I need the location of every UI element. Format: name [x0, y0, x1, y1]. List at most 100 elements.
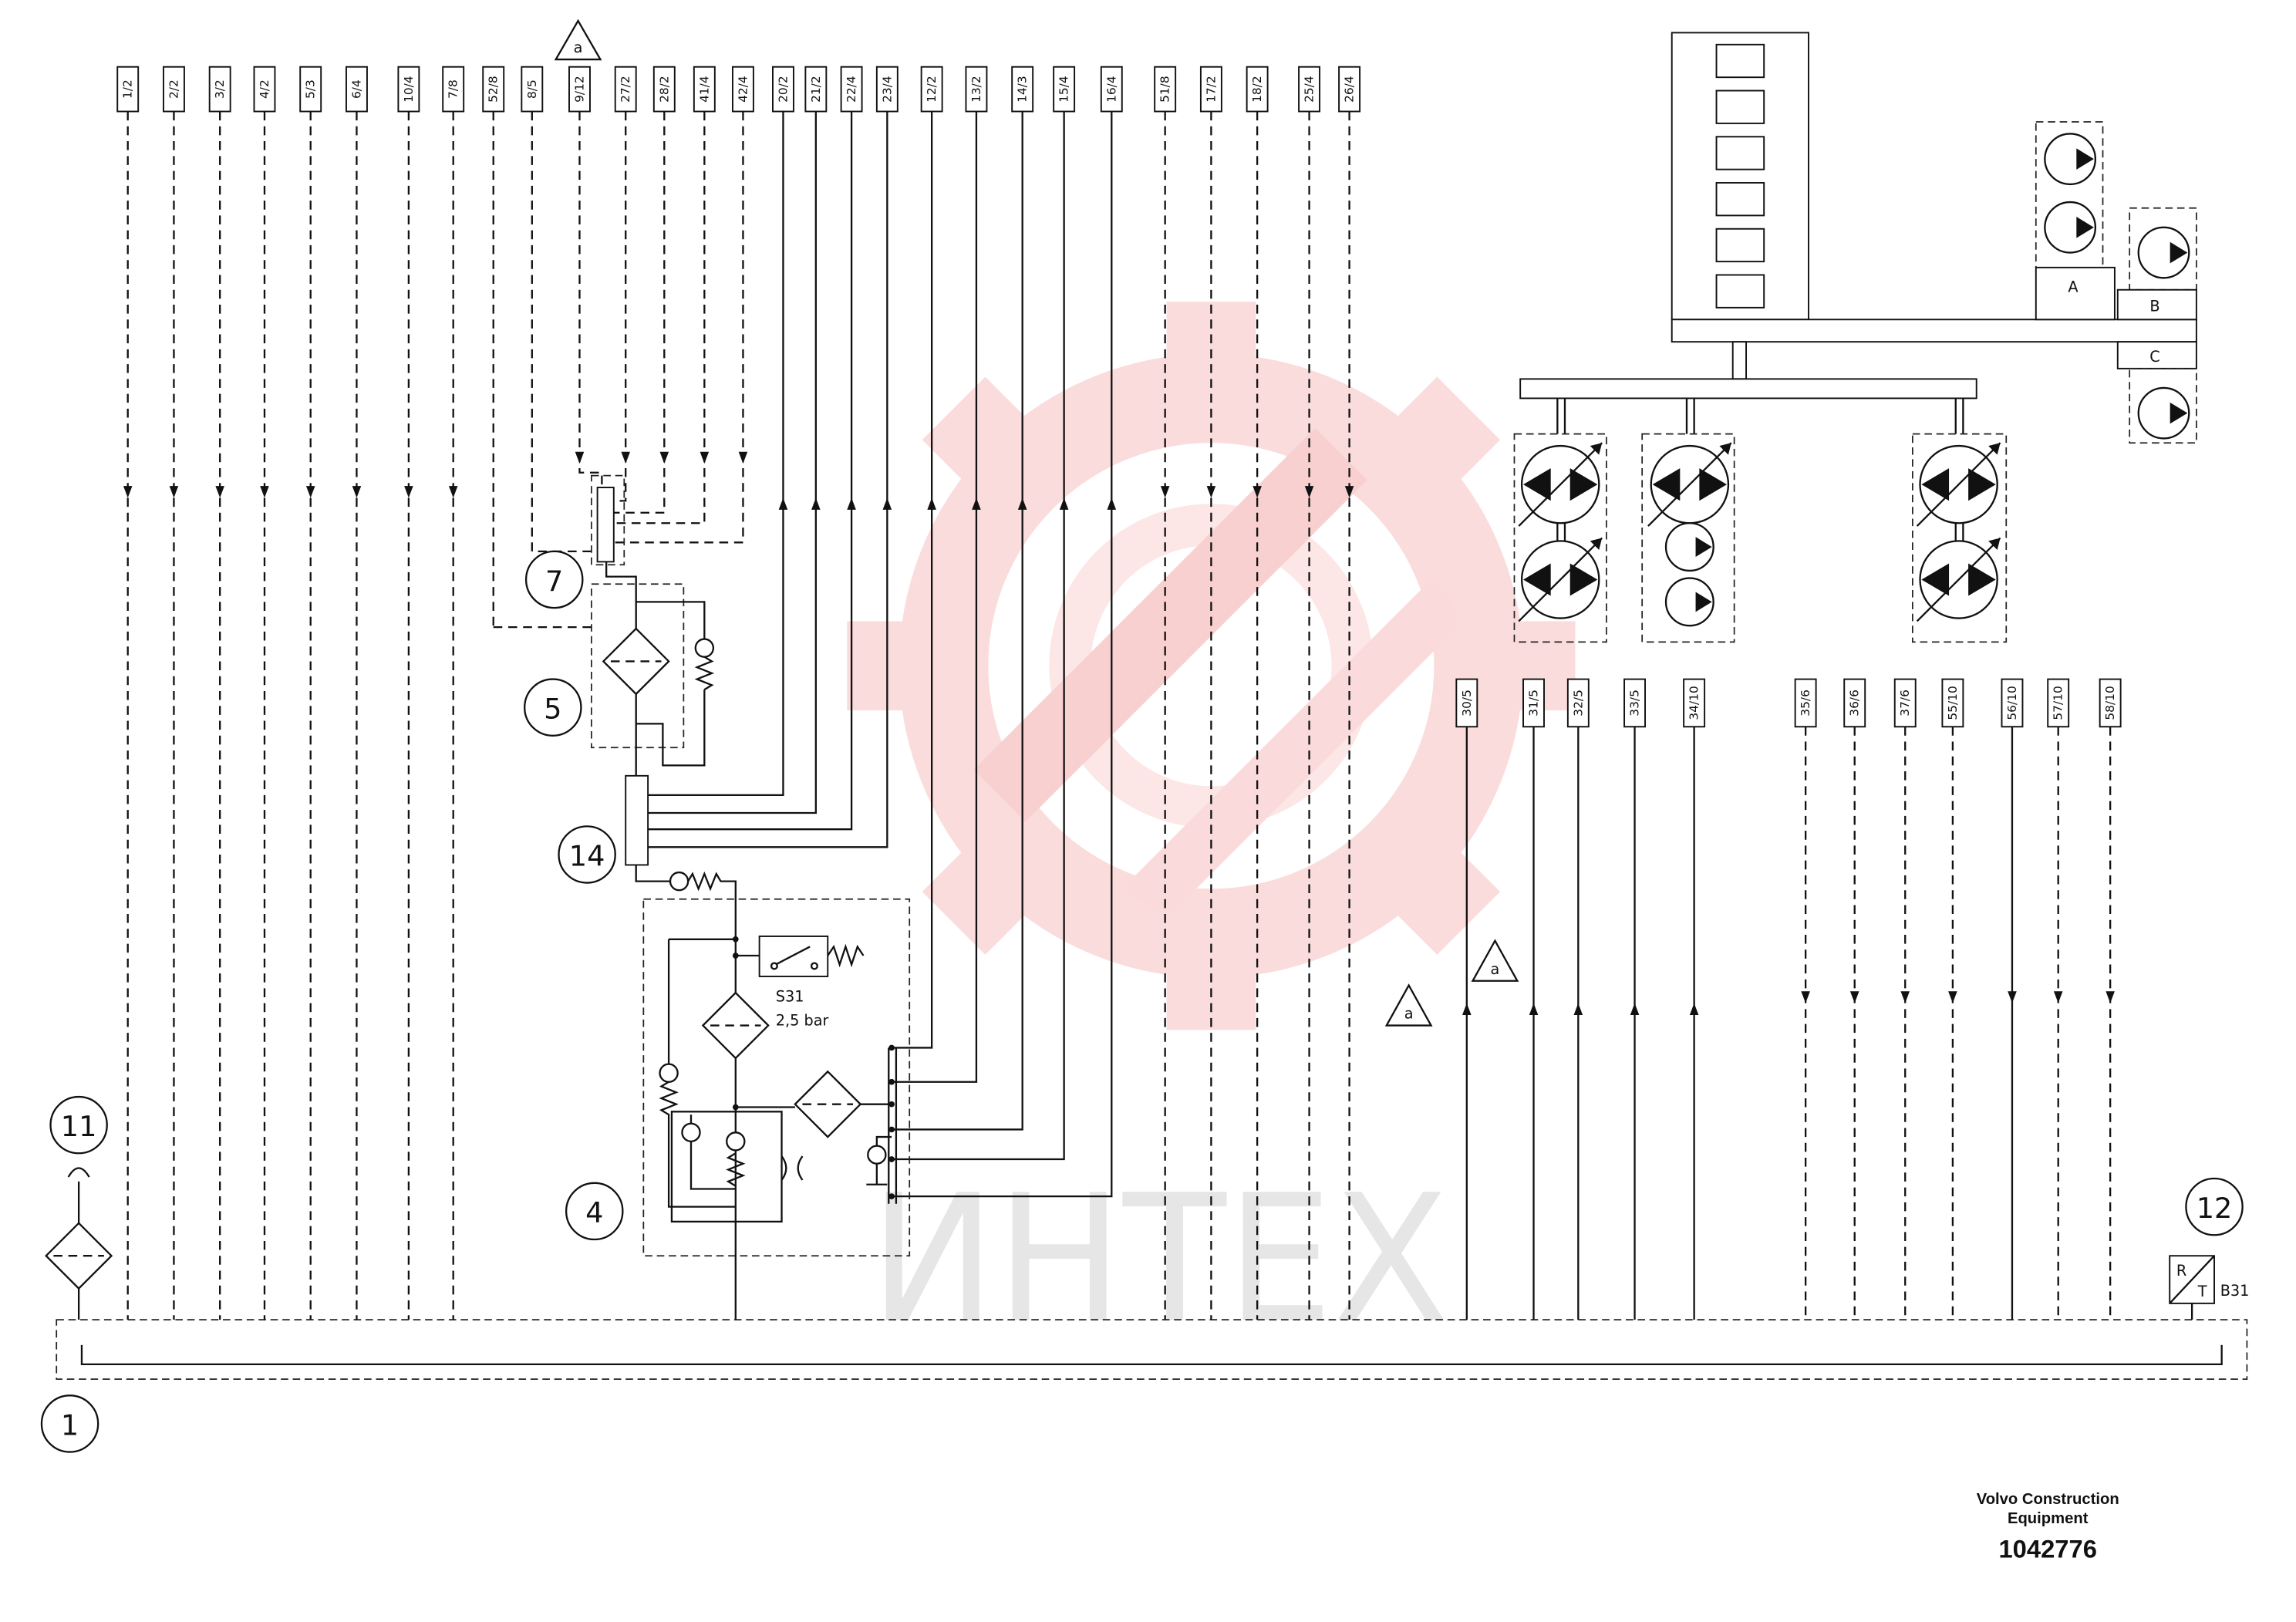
return-manifold	[888, 1047, 898, 1204]
connector-tag	[652, 66, 676, 113]
connector-label: 7/8	[447, 79, 460, 99]
callout-11: 11	[49, 1095, 108, 1155]
connector-3-2: 3/2	[208, 66, 231, 1320]
callout-12: 12	[2185, 1177, 2244, 1236]
flow-arrow-up	[1689, 1003, 1699, 1016]
connector-51-8: 51/8	[1154, 66, 1177, 1320]
connector-57-10: 57/10	[2047, 678, 2070, 1320]
connector-31-5: 31/5	[1522, 678, 1545, 1320]
bypass-spring	[659, 1081, 736, 1208]
breather-cap-icon	[67, 1167, 90, 1178]
flow-arrow-down	[305, 486, 315, 498]
connector-label: 8/5	[525, 79, 539, 99]
connector-1-2: 1/2	[116, 66, 140, 1320]
fixed-pump-icon	[2044, 201, 2097, 254]
connector-label: 12/2	[925, 76, 939, 103]
callout-4: 4	[565, 1182, 624, 1241]
tank-outline	[56, 1319, 2248, 1381]
connector-label: 10/4	[402, 76, 416, 103]
connector-label: 56/10	[2005, 686, 2019, 720]
connector-label: 17/2	[1204, 76, 1218, 103]
flow-arrow-up	[1107, 497, 1117, 510]
connector-tag	[482, 66, 505, 113]
connector-line	[606, 111, 706, 524]
company-line-2: Equipment	[2008, 1510, 2089, 1527]
flow-arrow-down	[404, 486, 413, 498]
variable-pump-icon	[1916, 537, 2001, 622]
flow-arrow-down	[1160, 486, 1170, 498]
connector-21-2: 21/2	[632, 66, 828, 816]
breather-11	[45, 1167, 113, 1320]
flow-arrow-up	[1573, 1003, 1583, 1016]
connector-15-4: 15/4	[888, 66, 1076, 1162]
flow-arrow-down	[123, 486, 133, 498]
connector-tag	[1455, 678, 1478, 728]
orifice-icon	[781, 1155, 804, 1181]
callout-label: 14	[569, 839, 605, 872]
connector-label: 34/10	[1687, 686, 1701, 720]
sensor-12: R T B31	[2169, 1255, 2250, 1320]
connector-tag	[1100, 66, 1123, 113]
connector-line	[892, 111, 933, 1049]
flow-arrow-down	[352, 486, 362, 498]
connector-label: 52/8	[487, 76, 501, 103]
connector-52-8: 52/8	[482, 66, 505, 628]
flow-arrow-up	[1017, 497, 1027, 510]
valve-block-outlet	[605, 561, 637, 629]
sensor-id: B31	[2220, 1282, 2250, 1300]
fixed-pump-icon	[1664, 577, 1714, 627]
footer: Volvo Construction Equipment 1042776	[1977, 1491, 2119, 1563]
connector-label: 5/3	[304, 79, 318, 99]
drive-shaft	[1671, 319, 2197, 343]
connector-7-8: 7/8	[442, 66, 465, 1320]
connector-tag	[731, 66, 754, 113]
fixed-pump-icon	[1664, 522, 1714, 572]
connector-label: 13/2	[969, 76, 983, 103]
callout-label: 1	[61, 1408, 79, 1442]
connector-8-5: 8/5	[521, 66, 598, 553]
connector-label: 31/5	[1527, 690, 1541, 717]
connector-label: 25/4	[1303, 76, 1317, 103]
connector-17-2: 17/2	[1199, 66, 1222, 1320]
flow-arrow-down	[2106, 991, 2115, 1003]
connector-32-5: 32/5	[1566, 678, 1590, 1320]
pumps	[1518, 133, 2190, 627]
sensor-top-label: R	[2176, 1262, 2186, 1280]
callout-label: 4	[585, 1196, 603, 1229]
connector-label: 14/3	[1016, 76, 1030, 103]
fixed-pump-icon	[2137, 226, 2190, 279]
connector-label: 4/2	[258, 79, 271, 99]
flow-arrow-down	[1344, 486, 1354, 498]
variable-pump-icon	[1518, 442, 1603, 527]
callout-5: 5	[524, 678, 582, 737]
connector-label: 37/6	[1898, 690, 1912, 717]
valve-block-outline	[591, 474, 625, 566]
connector-tag	[693, 66, 716, 113]
flow-arrow-down	[1206, 486, 1216, 498]
reference-marker-label: a	[1404, 1005, 1414, 1023]
flow-arrow-down	[575, 451, 585, 464]
connector-label: 27/2	[619, 76, 632, 103]
connector-label: 15/4	[1057, 76, 1071, 103]
connector-tag	[345, 66, 368, 113]
connector-label: 21/2	[809, 76, 823, 103]
connector-34-10: 34/10	[1683, 678, 1706, 1320]
callout-7: 7	[524, 550, 584, 609]
connector-label: 36/6	[1848, 690, 1862, 717]
company-line-1: Volvo Construction	[1977, 1491, 2119, 1508]
flow-arrow-down	[448, 486, 458, 498]
secondary-filter-element	[794, 1070, 862, 1138]
connector-tag	[772, 66, 794, 113]
connector-tag	[1199, 66, 1222, 113]
reference-marker-left: a	[1384, 983, 1433, 1027]
bypass-check-valve	[659, 1063, 679, 1083]
drive-b-label: B	[2149, 297, 2159, 315]
connector-label: 28/2	[657, 76, 671, 103]
connector-label: 41/4	[697, 76, 711, 103]
junction-dot	[888, 1126, 895, 1133]
pump-group-a	[2035, 121, 2104, 268]
connector-tag	[965, 66, 988, 113]
